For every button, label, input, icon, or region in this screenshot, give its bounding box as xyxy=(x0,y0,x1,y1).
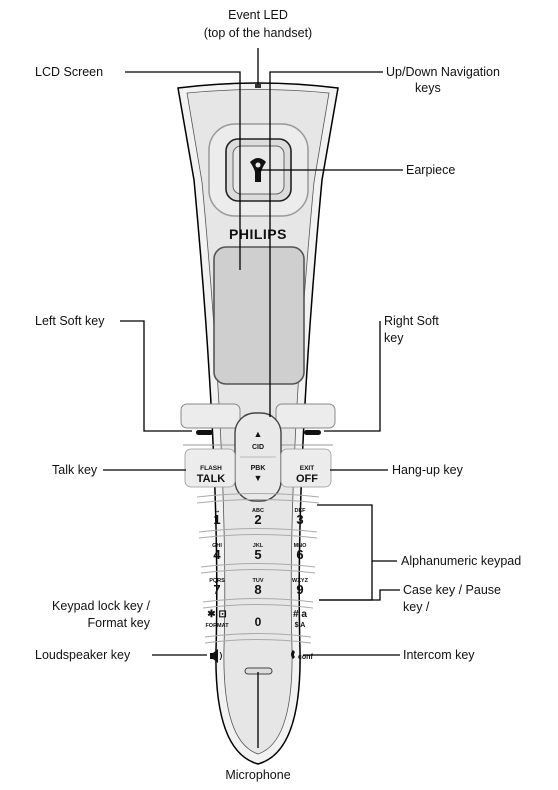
intercom-icon xyxy=(291,650,295,659)
loudspeaker-key[interactable] xyxy=(210,649,222,663)
svg-text:0: 0 xyxy=(255,615,262,629)
svg-text:OFF: OFF xyxy=(296,473,318,485)
digit-key-number: 3 xyxy=(296,512,303,527)
label-lcd-screen: LCD Screen xyxy=(35,65,103,79)
hangup-key[interactable]: EXIT OFF xyxy=(280,448,332,488)
label-hangup-key: Hang-up key xyxy=(392,463,464,477)
svg-text:$ A: $ A xyxy=(295,622,306,629)
digit-key-1[interactable]: ⌴1 xyxy=(213,508,220,527)
digit-key-letters: ⌴ xyxy=(215,508,220,514)
label-nav-keys-2: keys xyxy=(415,81,441,95)
digit-key-number: 2 xyxy=(254,512,261,527)
speaker-icon xyxy=(210,649,222,663)
label-intercom-key: Intercom key xyxy=(403,648,475,662)
label-case-key: Case key / Pause xyxy=(403,583,501,597)
case-key[interactable]: # a $ A xyxy=(293,609,307,629)
leader-lines xyxy=(103,48,403,748)
intercom-key[interactable]: conf xyxy=(291,650,313,661)
keypad-lock-key[interactable]: ✱ ⊡ FORMAT xyxy=(205,609,229,629)
digit-key-number: 4 xyxy=(213,547,221,562)
label-earpiece: Earpiece xyxy=(406,163,455,177)
brand-logo: PHILIPS xyxy=(229,226,287,242)
callout-labels: Event LED (top of the handset) LCD Scree… xyxy=(35,8,521,782)
label-left-soft-key: Left Soft key xyxy=(35,314,105,328)
digit-key-letters: DEF xyxy=(295,508,307,514)
digit-key-number: 5 xyxy=(254,547,261,562)
label-pause-key: key / xyxy=(403,600,430,614)
label-keypad-lock: Keypad lock key / xyxy=(52,599,150,613)
svg-text:EXIT: EXIT xyxy=(300,465,314,472)
digit-key-number: 7 xyxy=(213,582,220,597)
label-loudspeaker-key: Loudspeaker key xyxy=(35,648,131,662)
svg-text:CID: CID xyxy=(252,444,264,451)
svg-text:FLASH: FLASH xyxy=(200,465,222,472)
svg-text:PBK: PBK xyxy=(251,465,266,472)
soft-key-row xyxy=(180,403,336,446)
right-soft-key[interactable] xyxy=(275,403,336,429)
svg-text:TALK: TALK xyxy=(197,473,226,485)
label-nav-keys: Up/Down Navigation xyxy=(386,65,500,79)
svg-text:# a: # a xyxy=(293,609,307,620)
nav-down-icon: ▼ xyxy=(254,473,263,483)
zero-key[interactable]: 0 xyxy=(255,615,262,629)
svg-text:conf: conf xyxy=(298,654,313,661)
label-right-soft-key-2: key xyxy=(384,331,404,345)
digit-key-letters: PQRS xyxy=(209,578,225,584)
digit-key-letters: MNO xyxy=(294,543,308,549)
svg-text:FORMAT: FORMAT xyxy=(205,623,229,629)
digit-key-letters: ABC xyxy=(252,508,264,514)
digit-key-number: 9 xyxy=(296,582,303,597)
lcd-screen xyxy=(213,246,305,385)
nav-up-icon: ▲ xyxy=(254,429,263,439)
svg-text:✱ ⊡: ✱ ⊡ xyxy=(207,609,227,620)
event-led xyxy=(255,84,261,88)
label-microphone: Microphone xyxy=(225,768,290,782)
label-event-led: Event LED xyxy=(228,8,288,22)
label-talk-key: Talk key xyxy=(52,463,98,477)
digit-key-letters: WXYZ xyxy=(292,578,309,584)
navigation-key[interactable]: ▲ CID PBK ▼ xyxy=(234,412,282,502)
label-format-key: Format key xyxy=(87,616,150,630)
digit-key-number: 8 xyxy=(254,582,261,597)
digit-key-letters: GHI xyxy=(212,543,222,549)
digit-key-number: 1 xyxy=(213,512,220,527)
label-event-led-sub: (top of the handset) xyxy=(204,26,312,40)
keypad-rows xyxy=(196,493,320,644)
label-alphanumeric-keypad: Alphanumeric keypad xyxy=(401,554,521,568)
digit-key-letters: JKL xyxy=(253,543,264,549)
digit-key-letters: TUV xyxy=(253,578,264,584)
label-right-soft-key: Right Soft xyxy=(384,314,439,328)
talk-key[interactable]: FLASH TALK xyxy=(184,448,236,488)
left-soft-key[interactable] xyxy=(180,403,241,429)
digit-key-number: 6 xyxy=(296,547,303,562)
